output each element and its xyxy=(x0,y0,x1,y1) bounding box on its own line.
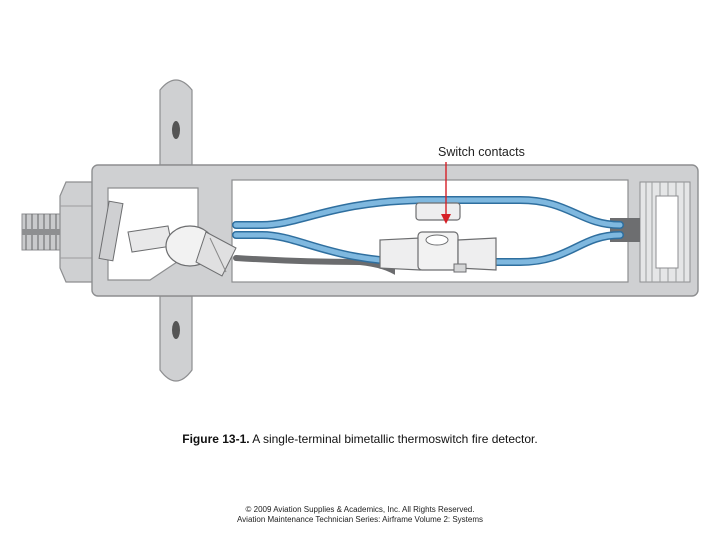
figure-number: Figure 13-1. xyxy=(182,432,250,446)
switch-contacts-callout: Switch contacts xyxy=(438,145,525,224)
figure-description: A single-terminal bimetallic thermoswitc… xyxy=(252,432,538,446)
series-line: Aviation Maintenance Technician Series: … xyxy=(236,515,484,524)
ceramic-insulator xyxy=(98,200,237,277)
copyright-line: © 2009 Aviation Supplies & Academics, In… xyxy=(245,505,475,514)
thermoswitch-diagram: Switch contacts xyxy=(21,79,699,382)
switch-contact-upper xyxy=(415,202,461,221)
switch-contact-lower xyxy=(379,231,497,273)
mounting-flange-bottom xyxy=(159,295,193,382)
figure-caption: Figure 13-1. A single-terminal bimetalli… xyxy=(0,432,720,446)
switch-contacts-label: Switch contacts xyxy=(438,145,525,159)
mounting-flange-top xyxy=(159,79,193,166)
